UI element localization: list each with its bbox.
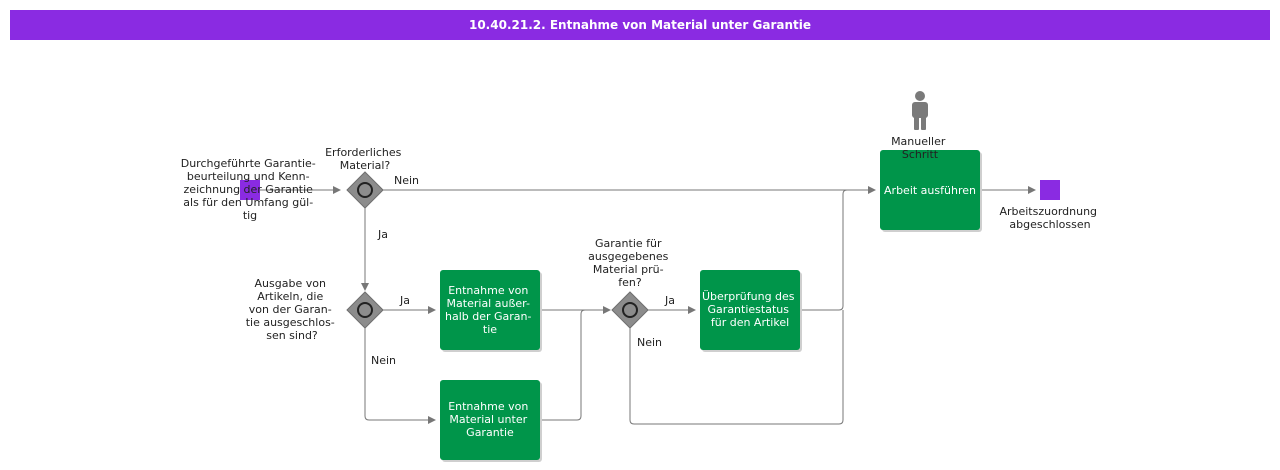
task-outside-warranty-label: Entnahme von Material außer- halb der Ga…: [445, 284, 535, 336]
start-event: [240, 180, 260, 200]
edge-label-g1-no: Nein: [394, 174, 419, 187]
start-event-label: Durchgeführte Garantie- beurteilung und …: [181, 157, 320, 222]
edge-under-to-g3: [540, 309, 610, 421]
gateway-excluded-items-label: Ausgabe von Artikeln, die von der Garan-…: [246, 277, 339, 342]
edge-check-to-work: [800, 189, 875, 311]
edge-label-g2-yes: Ja: [399, 294, 410, 307]
edge-label-g3-no: Nein: [637, 336, 662, 349]
edge-label-g2-no: Nein: [371, 354, 396, 367]
task-under-warranty-label: Entnahme von Material unter Garantie: [448, 400, 532, 439]
task-perform-work-label: Arbeit ausführen: [884, 184, 976, 197]
person-icon: [912, 91, 928, 130]
gateway-material-required: [346, 171, 384, 209]
gateway-excluded-items: [346, 291, 384, 329]
task-outside-warranty-box: [440, 270, 540, 350]
edge-g2-no: [364, 328, 436, 424]
task-check-status-label: Überprüfung des Garantiestatus für den A…: [702, 290, 798, 329]
task-perform-work: [880, 150, 980, 230]
gateway-check-warranty-label: Garantie für ausgegebenes Material prü- …: [588, 237, 672, 289]
edge-g3-no: [629, 310, 844, 425]
edge-label-g3-yes: Ja: [664, 294, 675, 307]
gateway-check-warranty: [611, 291, 649, 329]
gateway-material-required-label: Erforderliches Material?: [325, 146, 405, 172]
task-under-warranty: [440, 380, 540, 460]
edge-label-g1-yes: Ja: [377, 228, 388, 241]
task-check-status: [700, 270, 800, 350]
manual-step-label: Manueller Schritt: [891, 135, 949, 161]
end-event-label: Arbeitszuordnung abgeschlossen: [999, 205, 1100, 231]
diagram-title: 10.40.21.2. Entnahme von Material unter …: [10, 10, 1270, 40]
end-event: [1040, 180, 1060, 200]
